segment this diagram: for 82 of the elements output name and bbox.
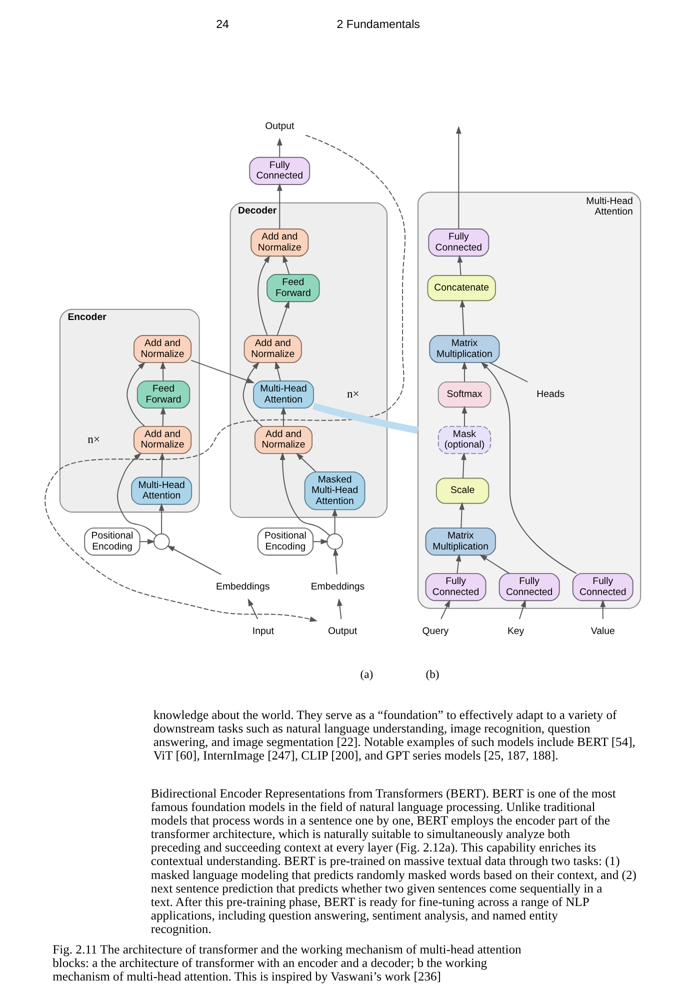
node-text: Output bbox=[328, 626, 358, 638]
node-box: Feed Forward bbox=[266, 274, 320, 302]
caption: Fig. 2.11 The architecture of transformer and the working mechanism of multi-head attention blocks: a the architecture of transformer with an encoder and a decoder; b the working mechanism of multi-head attention. This is inspired by Vaswani’s work [236] bbox=[52, 942, 522, 984]
label: Bidirectional Encoder Representations from Transformers (BERT). BERT is one of the most famous foundation models in the field of natural language processing. Unlike traditional models that process words in a sentence one by one, BERT employs the encoder part of the transformer architecture, which is naturally suitable to simultaneously analyze both preceding and succeeding context at every layer (Fig. 2.12a). This capability enriches its contextual understanding. BERT is pre-trained on massive textual data through two tasks: (1) masked language modeling that predicts randomly masked words based on their context, and (2) next sentence prediction that predicts whether two given sentences come sequentially in a text. After this pre-training phase, BERT is ready for fine-tuning across a range of NLP applications, including question answering, sentiment analysis, and named entity recognition. bbox=[150, 786, 636, 936]
node-box: Add and Normalize bbox=[134, 335, 192, 364]
connector bbox=[488, 362, 528, 382]
arrow bbox=[519, 600, 526, 620]
label: (b) bbox=[426, 668, 440, 682]
arrow bbox=[280, 406, 286, 427]
arrow bbox=[462, 406, 468, 427]
node-text: Output bbox=[265, 120, 294, 132]
label: 2 Fundamentals bbox=[336, 18, 420, 31]
node-box: Concatenate bbox=[427, 275, 496, 302]
arrow bbox=[117, 452, 157, 536]
label: 24 bbox=[216, 18, 229, 31]
arrow bbox=[456, 126, 462, 230]
arrow bbox=[248, 598, 258, 620]
node-label: n× bbox=[347, 388, 360, 401]
arrow bbox=[332, 548, 338, 575]
node-box: Add and Normalize bbox=[244, 335, 302, 364]
arrow bbox=[190, 360, 255, 384]
node-box: Fully Connected bbox=[498, 573, 560, 602]
node-box: Fully Connected bbox=[428, 228, 490, 257]
node-box: Add and Normalize bbox=[250, 228, 309, 257]
node-box: Fully Connected bbox=[572, 573, 634, 602]
arrow bbox=[337, 598, 342, 620]
node-text: Query bbox=[422, 626, 449, 638]
connector bbox=[312, 402, 419, 434]
arrow bbox=[461, 452, 466, 478]
arrow bbox=[276, 138, 282, 158]
node-text: Embeddings bbox=[310, 582, 365, 593]
arrow bbox=[480, 362, 577, 574]
arrow bbox=[160, 361, 166, 382]
arrow bbox=[462, 361, 468, 382]
node-box: Multi-Head Attention bbox=[131, 476, 192, 505]
arrow bbox=[457, 254, 463, 276]
arrow bbox=[126, 362, 146, 427]
label: knowledge about the world. They serve as a “foundation” to effectively adapt to a variety of downstream tasks such as natural language understanding, image recognition, question answering, and image segmentation [22]. Notable examples of such models include BERT [54], ViT [60], InternImage [247], CLIP [200], and GPT series models [25, 187, 188]. bbox=[153, 708, 636, 763]
node-label: n× bbox=[88, 433, 100, 446]
arrow bbox=[242, 362, 263, 427]
arrow bbox=[600, 599, 606, 620]
node-box: Feed Forward bbox=[136, 380, 190, 409]
node-text: Value bbox=[590, 626, 615, 638]
node-box: Matrix Multiplication bbox=[429, 335, 500, 364]
arrow bbox=[332, 508, 338, 534]
node-box: Softmax bbox=[438, 381, 492, 408]
label: (a) bbox=[360, 668, 374, 682]
node-box: Masked Multi-Head Attention bbox=[304, 471, 366, 510]
arrow bbox=[456, 554, 462, 574]
arrow bbox=[479, 554, 510, 574]
arrow bbox=[160, 406, 166, 427]
node-box: Add and Normalize bbox=[254, 426, 313, 454]
node-text: Embeddings bbox=[216, 582, 270, 593]
node-box: Fully Connected bbox=[249, 156, 310, 185]
arrow bbox=[280, 452, 330, 536]
node-box: Mask (optional) bbox=[438, 426, 492, 454]
node-box: Positional Encoding bbox=[84, 528, 140, 556]
node-text: Key bbox=[507, 626, 524, 638]
arrow bbox=[276, 300, 290, 336]
node-text: Input bbox=[252, 626, 274, 638]
arrow bbox=[44, 134, 406, 622]
node-box: Positional Encoding bbox=[257, 528, 314, 556]
arrow bbox=[282, 254, 290, 275]
node-box: Scale bbox=[436, 478, 490, 504]
arrow bbox=[274, 361, 281, 382]
arrow bbox=[440, 600, 450, 620]
arrow bbox=[166, 545, 222, 575]
node-circle bbox=[153, 533, 170, 550]
arrow bbox=[140, 538, 156, 544]
arrow bbox=[312, 538, 328, 544]
arrow bbox=[296, 452, 316, 472]
node-circle bbox=[326, 533, 344, 550]
arrow bbox=[276, 183, 282, 230]
node-box: Matrix Multiplication bbox=[425, 528, 496, 556]
arrow bbox=[459, 502, 465, 529]
arrow bbox=[258, 255, 270, 336]
arrow bbox=[158, 503, 164, 534]
node-box: Add and Normalize bbox=[134, 426, 192, 454]
arrow bbox=[460, 300, 466, 336]
node-text: Heads bbox=[536, 388, 565, 400]
node-box: Fully Connected bbox=[425, 573, 486, 602]
node-box: Multi-Head Attention bbox=[253, 380, 314, 409]
